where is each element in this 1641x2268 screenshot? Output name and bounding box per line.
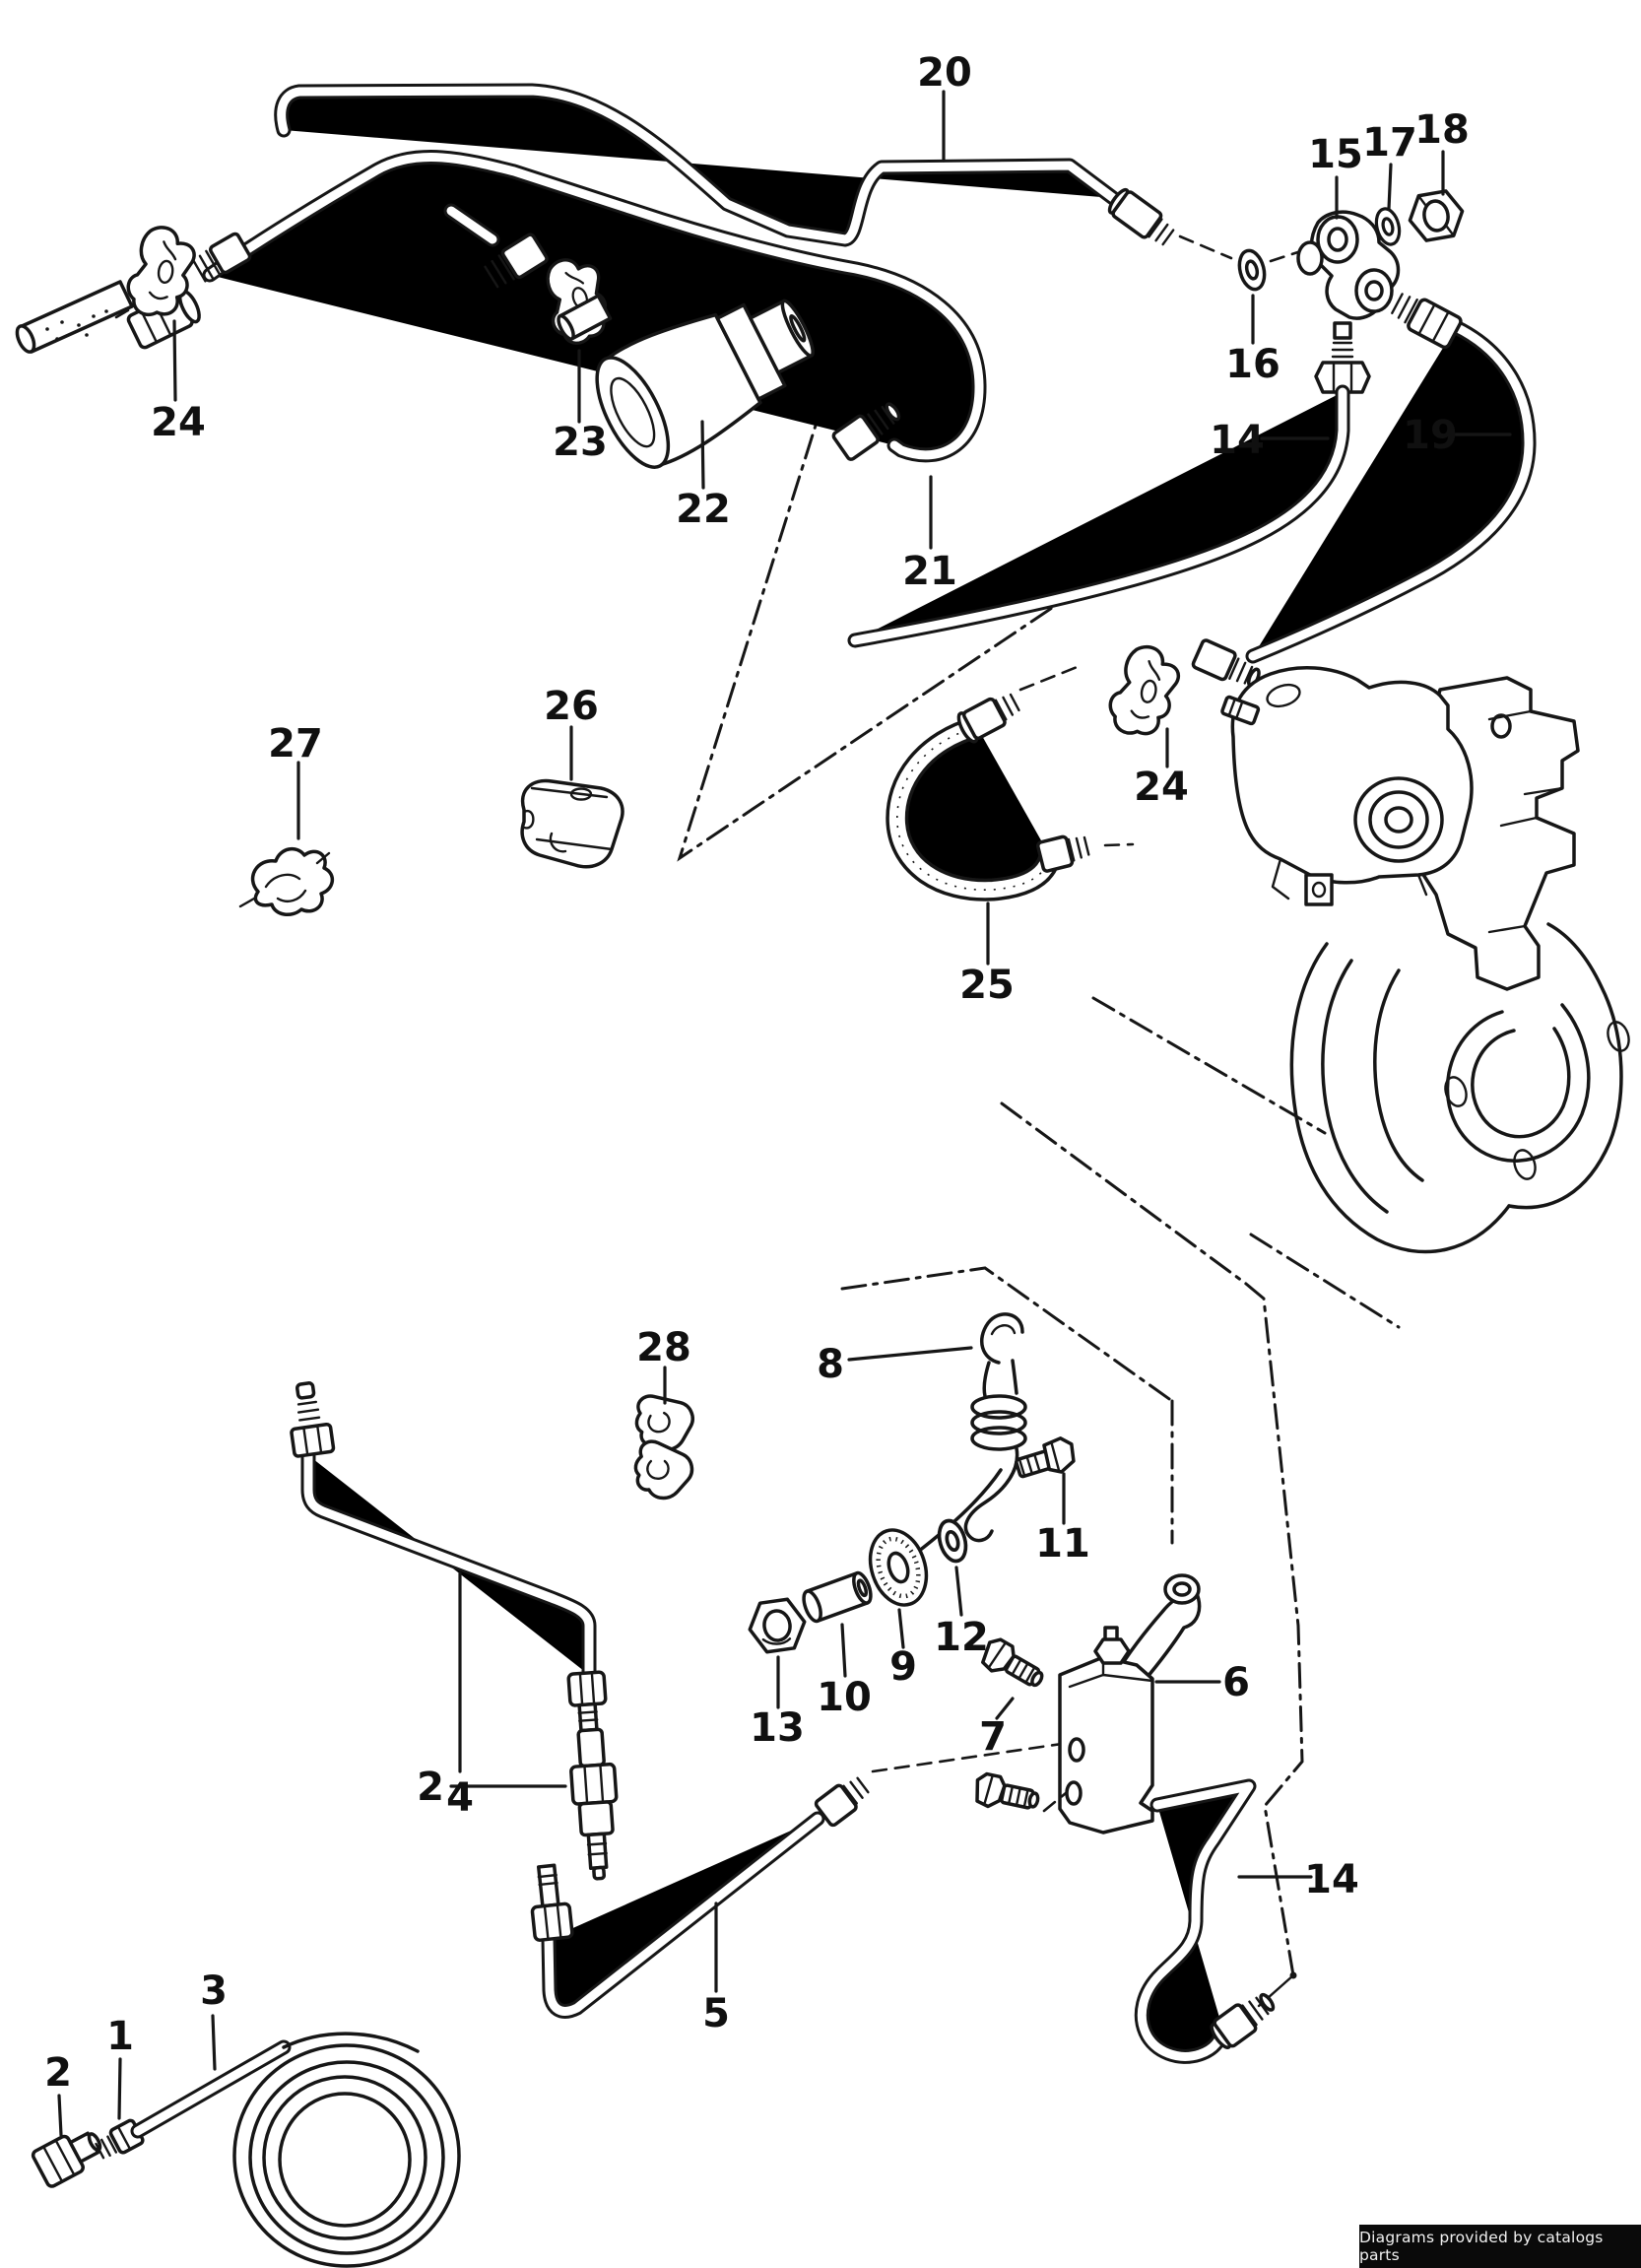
fuel-line-20 — [282, 91, 1113, 239]
callout-label-23: 23 — [553, 420, 608, 465]
callout-leader-7 — [995, 1697, 1015, 1720]
callout-label-15: 15 — [1308, 132, 1363, 177]
callout-leader-9 — [897, 1608, 905, 1649]
tee-union-15 — [1296, 210, 1401, 320]
brake-disc-shield — [1289, 922, 1630, 1254]
footer-credit-bar: Diagrams provided by catalogs parts — [1359, 2225, 1641, 2268]
nut-18 — [1408, 189, 1465, 242]
fitting-2-bottom — [31, 2131, 102, 2188]
callout-label-24: 24 — [1134, 765, 1189, 810]
callout-label-28: 28 — [636, 1325, 691, 1370]
callout-label-5: 5 — [702, 1991, 730, 2036]
callout-label-3: 3 — [200, 1968, 228, 2014]
callout-label-10: 10 — [817, 1675, 872, 1720]
callout-label-9: 9 — [889, 1644, 917, 1690]
callout-label-24: 24 — [151, 400, 206, 445]
hose-19 — [1191, 293, 1529, 688]
callout-label-7: 7 — [979, 1714, 1007, 1760]
coiled-line-3 — [138, 2032, 461, 2268]
footer-credit-text: Diagrams provided by catalogs parts — [1359, 2229, 1604, 2264]
brake-line-5 — [530, 1742, 1064, 2011]
line-clamp-26 — [520, 778, 624, 869]
brake-hose-25 — [897, 664, 1135, 890]
washer-16 — [1233, 245, 1271, 295]
callout-label-18: 18 — [1414, 107, 1470, 153]
brake-caliper — [1220, 666, 1474, 906]
bolt-7b — [970, 1770, 1043, 1819]
callout-label-2: 2 — [417, 1765, 444, 1810]
callout-label-20: 20 — [917, 50, 972, 96]
callout-label-4: 4 — [446, 1775, 474, 1821]
bolt-11 — [1015, 1436, 1076, 1479]
callout-label-16: 16 — [1225, 342, 1280, 387]
callout-leader-10 — [840, 1623, 847, 1678]
callout-label-14: 14 — [1210, 418, 1265, 463]
callout-leader-12 — [954, 1566, 963, 1617]
spring-clip-27 — [238, 846, 334, 917]
callout-label-27: 27 — [268, 721, 323, 767]
callout-leader-22 — [700, 420, 705, 490]
callout-leader-8 — [847, 1346, 973, 1362]
clamp-28-lower — [631, 1438, 695, 1502]
callout-leader-2 — [57, 2094, 63, 2137]
line-20-end-fitting — [1107, 187, 1318, 263]
brake-line-4 — [290, 1381, 589, 1675]
callout-label-21: 21 — [902, 549, 957, 594]
callout-label-14: 14 — [1304, 1857, 1359, 1902]
pipe-14-lower — [1142, 1786, 1276, 2056]
tension-spring-8 — [912, 1312, 1027, 1557]
cap-nut-13 — [748, 1597, 807, 1654]
regulator-valve-6 — [1058, 1573, 1202, 1834]
callout-leader-24 — [172, 319, 177, 402]
section-boundaries — [677, 392, 1401, 2008]
line-clip-24-right — [1103, 639, 1186, 743]
callout-label-19: 19 — [1403, 413, 1458, 458]
callout-label-17: 17 — [1362, 120, 1417, 166]
callout-label-1: 1 — [106, 2014, 134, 2059]
callout-label-6: 6 — [1222, 1660, 1250, 1705]
callout-leader-3 — [211, 2014, 217, 2071]
callout-label-2: 2 — [44, 2050, 72, 2096]
filter-outlet-fitting — [831, 402, 901, 461]
adjuster-wheel-9 — [868, 1528, 929, 1607]
fuel-filter-22 — [557, 294, 901, 469]
callout-leader-17 — [1387, 163, 1393, 211]
spacer-sleeve-10 — [802, 1570, 873, 1624]
callout-label-26: 26 — [544, 684, 599, 729]
callout-label-22: 22 — [676, 487, 731, 532]
callout-label-8: 8 — [817, 1342, 844, 1387]
callout-label-11: 11 — [1035, 1521, 1090, 1567]
pipe-14-upper — [855, 321, 1371, 640]
filter-inlet-line — [451, 211, 549, 289]
threaded-fitting-left — [192, 232, 252, 283]
callout-leader-1 — [117, 2057, 122, 2120]
callout-label-12: 12 — [934, 1615, 989, 1660]
callout-label-25: 25 — [959, 963, 1015, 1008]
pressure-valve-2 — [566, 1670, 619, 1881]
callout-label-13: 13 — [750, 1705, 805, 1751]
